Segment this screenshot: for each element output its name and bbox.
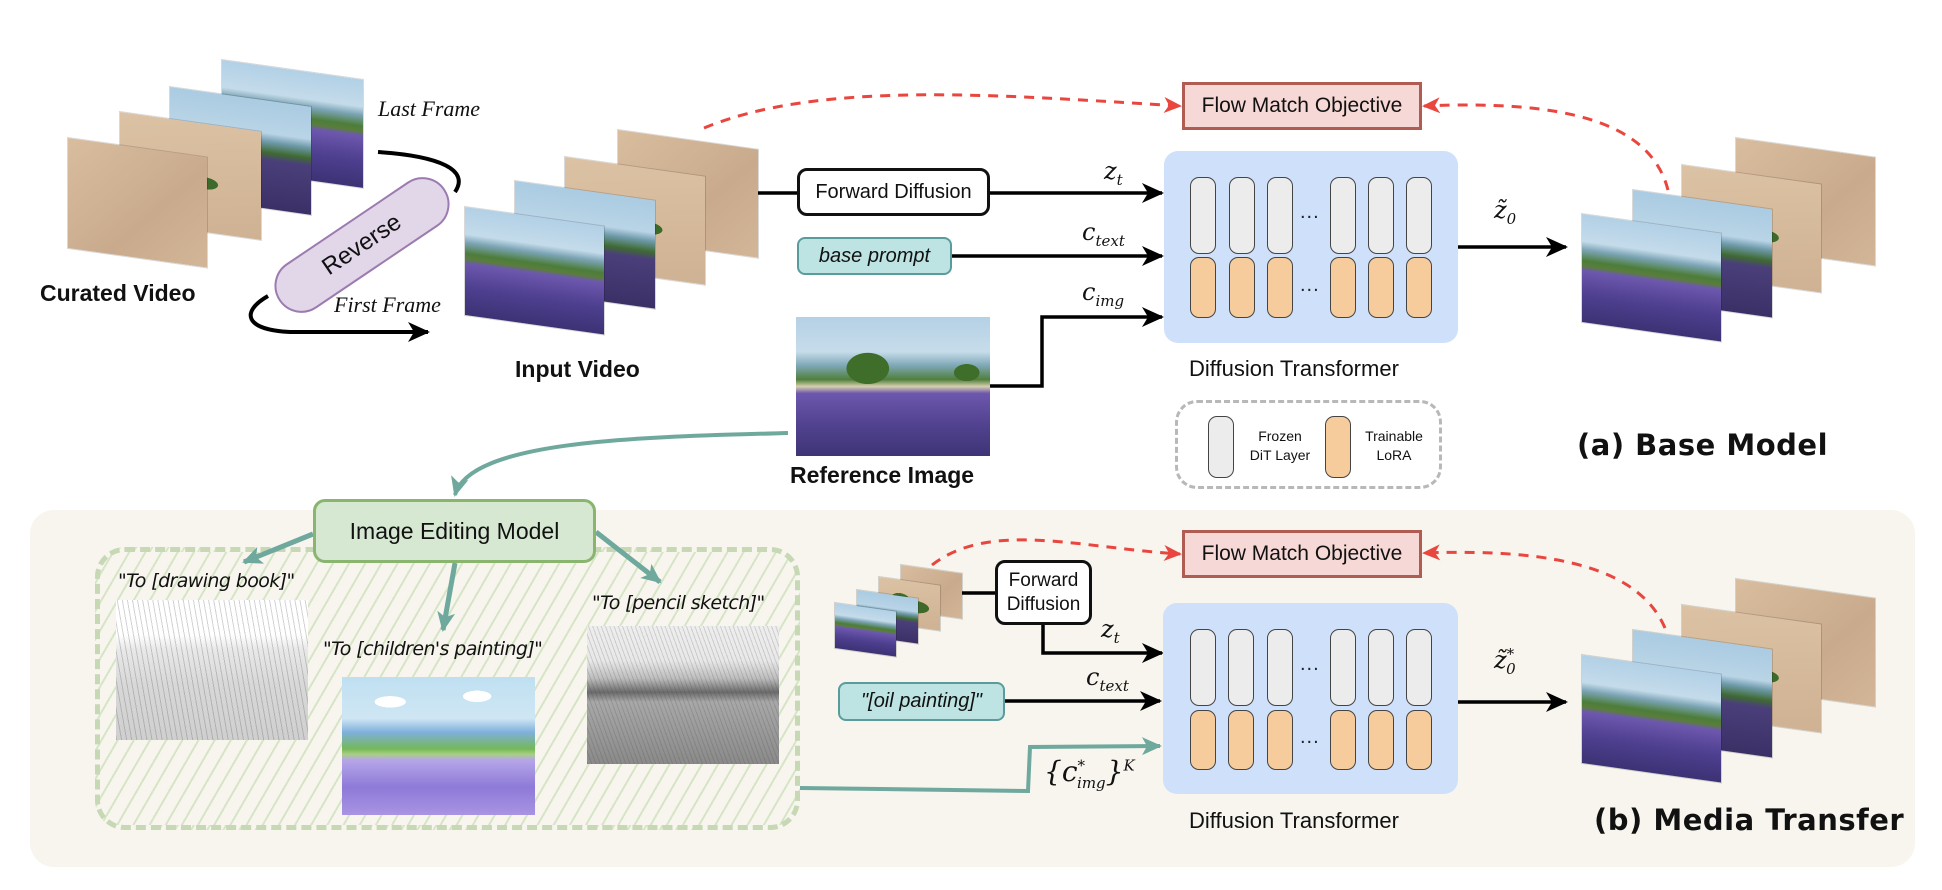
curated-video-label: Curated Video — [40, 280, 196, 306]
frozen-layer — [1228, 629, 1254, 706]
input-b-frame-1 — [835, 603, 896, 657]
base-prompt-box: base prompt — [797, 237, 952, 275]
flow-match-label: Flow Match Objective — [1201, 94, 1403, 117]
lora-layer — [1190, 710, 1216, 770]
input-frame-1 — [465, 207, 604, 335]
z0-star-label: z̃*0 — [1494, 645, 1516, 678]
lora-layer — [1330, 257, 1356, 318]
curated-frame-1 — [68, 138, 207, 268]
edited-image-drawing-book — [116, 600, 308, 740]
forward-diffusion-label: Forward Diffusion — [815, 180, 972, 203]
edited-image-childrens-painting — [342, 677, 535, 815]
forward-diffusion-box-b: Forward Diffusion — [995, 560, 1092, 625]
lora-ellipsis-b: ... — [1300, 726, 1320, 748]
edit-label-pencil: "To [pencil sketch]" — [592, 592, 765, 614]
reverse-label: Reverse — [317, 208, 407, 281]
frozen-layer — [1190, 177, 1216, 254]
frozen-layer — [1229, 177, 1255, 254]
flow-match-input-dashed — [703, 93, 1182, 130]
z0-label: z̃0 — [1494, 196, 1517, 228]
lora-layer — [1406, 257, 1432, 318]
zt-label: zt — [1104, 157, 1123, 189]
oil-painting-prompt-label: "[oil painting]" — [861, 690, 982, 712]
frozen-ellipsis-b: ... — [1300, 653, 1320, 675]
base-model-title: (a) Base Model — [1577, 428, 1829, 462]
lora-layer — [1228, 710, 1254, 770]
frozen-layer — [1267, 177, 1293, 254]
zt-label-b: zt — [1101, 615, 1120, 647]
cimg-label: cimg — [1082, 278, 1125, 310]
last-frame-label: Last Frame — [378, 96, 481, 121]
lora-layer — [1368, 710, 1394, 770]
frozen-layer — [1406, 177, 1432, 254]
flow-match-label-b: Flow Match Objective — [1201, 542, 1403, 565]
dit-label-b: Diffusion Transformer — [1189, 808, 1399, 833]
output-b-frame-1 — [1582, 655, 1721, 783]
edit-label-drawing: "To [drawing book]" — [118, 570, 295, 592]
reference-to-editor-arrow — [451, 431, 789, 497]
legend-lora-swatch — [1325, 416, 1351, 478]
frozen-layer — [1368, 177, 1394, 254]
frozen-layer — [1406, 629, 1432, 706]
diffusion-transformer-block-b: ... ... — [1163, 603, 1458, 794]
frozen-layer — [1330, 177, 1356, 254]
frozen-layer — [1368, 629, 1394, 706]
edit-label-children: "To [children's painting]" — [323, 638, 543, 660]
edited-image-pencil-sketch — [587, 626, 779, 764]
diffusion-transformer-block: ... ... — [1164, 151, 1458, 343]
flow-match-output-dashed — [1422, 97, 1670, 191]
media-transfer-title: (b) Media Transfer — [1594, 803, 1905, 837]
lora-layer — [1406, 710, 1432, 770]
input-video-label: Input Video — [515, 356, 640, 382]
cimg-arrow — [990, 307, 1164, 388]
lora-layer — [1368, 257, 1394, 318]
dit-label: Diffusion Transformer — [1189, 356, 1399, 381]
frozen-layer — [1330, 629, 1356, 706]
forward-diffusion-box: Forward Diffusion — [797, 168, 990, 216]
first-frame-label: First Frame — [334, 292, 441, 317]
cimg-set-label: {c*img}K — [1044, 755, 1135, 792]
lora-layer — [1229, 257, 1255, 318]
image-editing-model-box: Image Editing Model — [313, 499, 596, 563]
image-editing-label: Image Editing Model — [349, 517, 560, 544]
ctext-label-b: ctext — [1086, 663, 1129, 695]
reference-image-label: Reference Image — [790, 462, 975, 488]
flow-match-objective-box-b: Flow Match Objective — [1182, 530, 1422, 578]
legend-frozen-swatch — [1208, 416, 1234, 478]
lora-layer — [1267, 257, 1293, 318]
frozen-layer — [1267, 629, 1293, 706]
base-prompt-label: base prompt — [818, 244, 931, 267]
flow-match-objective-box: Flow Match Objective — [1182, 82, 1422, 130]
lora-layer — [1267, 710, 1293, 770]
oil-painting-prompt-box: "[oil painting]" — [838, 682, 1005, 721]
output-frame-1 — [1582, 214, 1721, 342]
frozen-ellipsis: ... — [1300, 201, 1320, 223]
lora-layer — [1330, 710, 1356, 770]
lora-layer — [1190, 257, 1216, 318]
ctext-label: ctext — [1082, 218, 1125, 250]
reference-image — [796, 317, 990, 456]
frozen-layer — [1190, 629, 1216, 706]
lora-ellipsis: ... — [1300, 274, 1320, 296]
